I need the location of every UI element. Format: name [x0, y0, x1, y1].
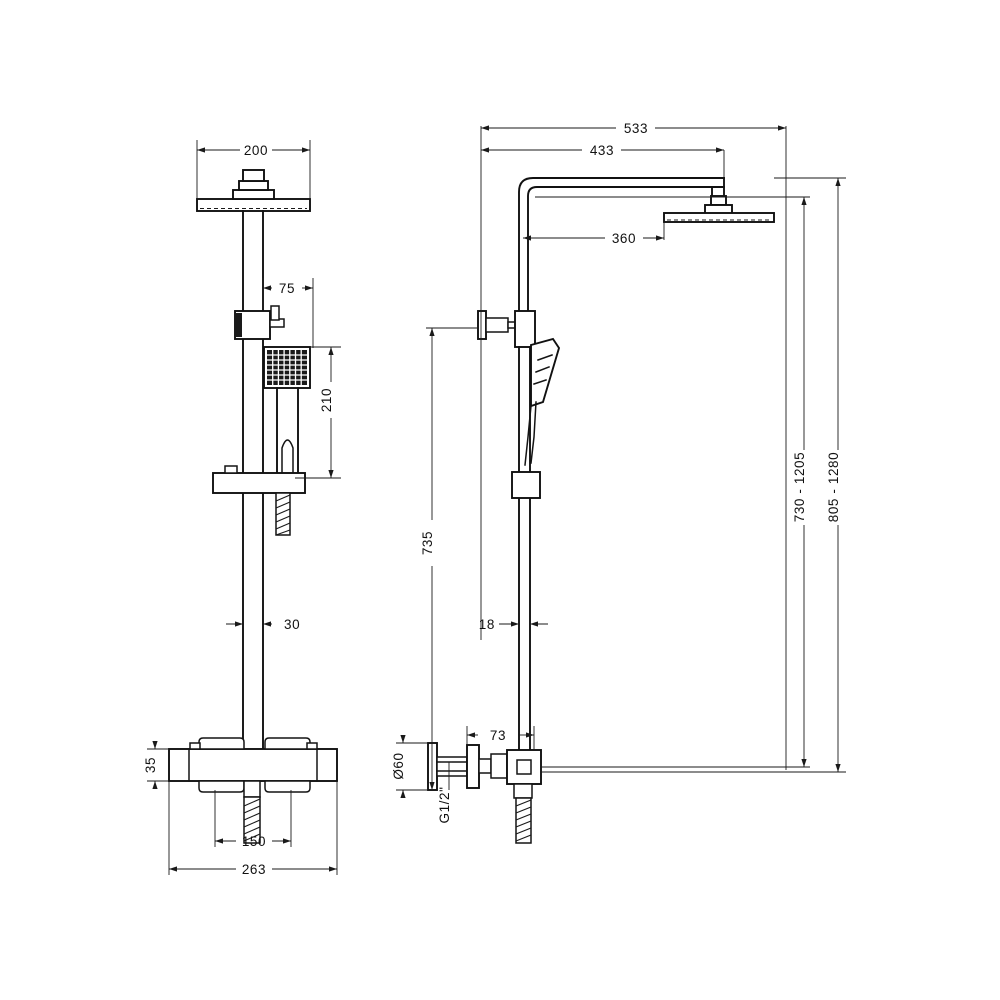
dim-label-front-30: 30 — [284, 617, 300, 632]
dim-front-150 — [214, 790, 292, 847]
dim-label-front-210: 210 — [319, 388, 334, 412]
side-riser-arm — [518, 177, 725, 326]
side-upper-wall-bracket — [477, 310, 536, 348]
dim-front-200 — [196, 140, 311, 199]
dim-label-side-805-1280: 805 - 1280 — [826, 452, 841, 523]
dim-label-side-thread-g12: G1/2" — [437, 786, 452, 823]
side-view-group — [396, 125, 846, 844]
dim-label-side-433: 433 — [590, 143, 614, 158]
dim-label-front-200: 200 — [244, 143, 268, 158]
dim-label-side-diameter-60: Ø60 — [391, 752, 406, 779]
side-slide-bracket — [511, 471, 541, 499]
dim-side-735 — [426, 327, 478, 790]
dim-label-side-533: 533 — [624, 121, 648, 136]
dim-side-433 — [481, 147, 725, 196]
side-hose-outlet — [515, 797, 532, 844]
dim-label-front-150: 150 — [242, 834, 266, 849]
front-hose-upper — [275, 492, 291, 536]
dim-front-210 — [295, 346, 341, 479]
dim-label-side-18: 18 — [479, 617, 495, 632]
dim-side-730-1205 — [535, 196, 810, 768]
dim-front-75 — [262, 278, 314, 348]
dim-label-side-730-1205: 730 - 1205 — [792, 452, 807, 523]
dim-side-533 — [480, 125, 787, 770]
dim-label-side-735: 735 — [420, 531, 435, 555]
front-overhead-shower-head — [196, 169, 311, 212]
dim-label-side-73: 73 — [490, 728, 506, 743]
dim-side-805-1280 — [541, 177, 846, 773]
dim-side-18 — [499, 621, 548, 627]
dim-side-73 — [466, 726, 535, 750]
dim-front-35 — [147, 741, 169, 789]
front-diverter-block — [234, 305, 285, 340]
dim-front-30 — [226, 621, 272, 627]
dim-side-360 — [523, 222, 665, 241]
dim-side-diameter-60 — [396, 735, 428, 798]
front-hose-outlet — [243, 780, 261, 844]
dim-label-front-263: 263 — [242, 862, 266, 877]
dim-side-thread-g12 — [441, 761, 452, 790]
side-overhead-shower-head — [663, 195, 775, 223]
dim-label-front-75: 75 — [279, 281, 295, 296]
side-valve-body — [427, 742, 542, 799]
dim-label-side-360: 360 — [612, 231, 636, 246]
dim-label-front-35: 35 — [143, 757, 158, 773]
handset-spray-grid — [267, 350, 307, 385]
front-slide-bracket — [212, 465, 306, 494]
side-slide-rail — [518, 346, 531, 796]
front-handset — [263, 346, 311, 479]
side-handset — [524, 337, 561, 466]
front-thermostatic-valve-body — [168, 737, 338, 793]
front-view-group — [147, 140, 341, 875]
dim-front-263 — [168, 781, 338, 875]
